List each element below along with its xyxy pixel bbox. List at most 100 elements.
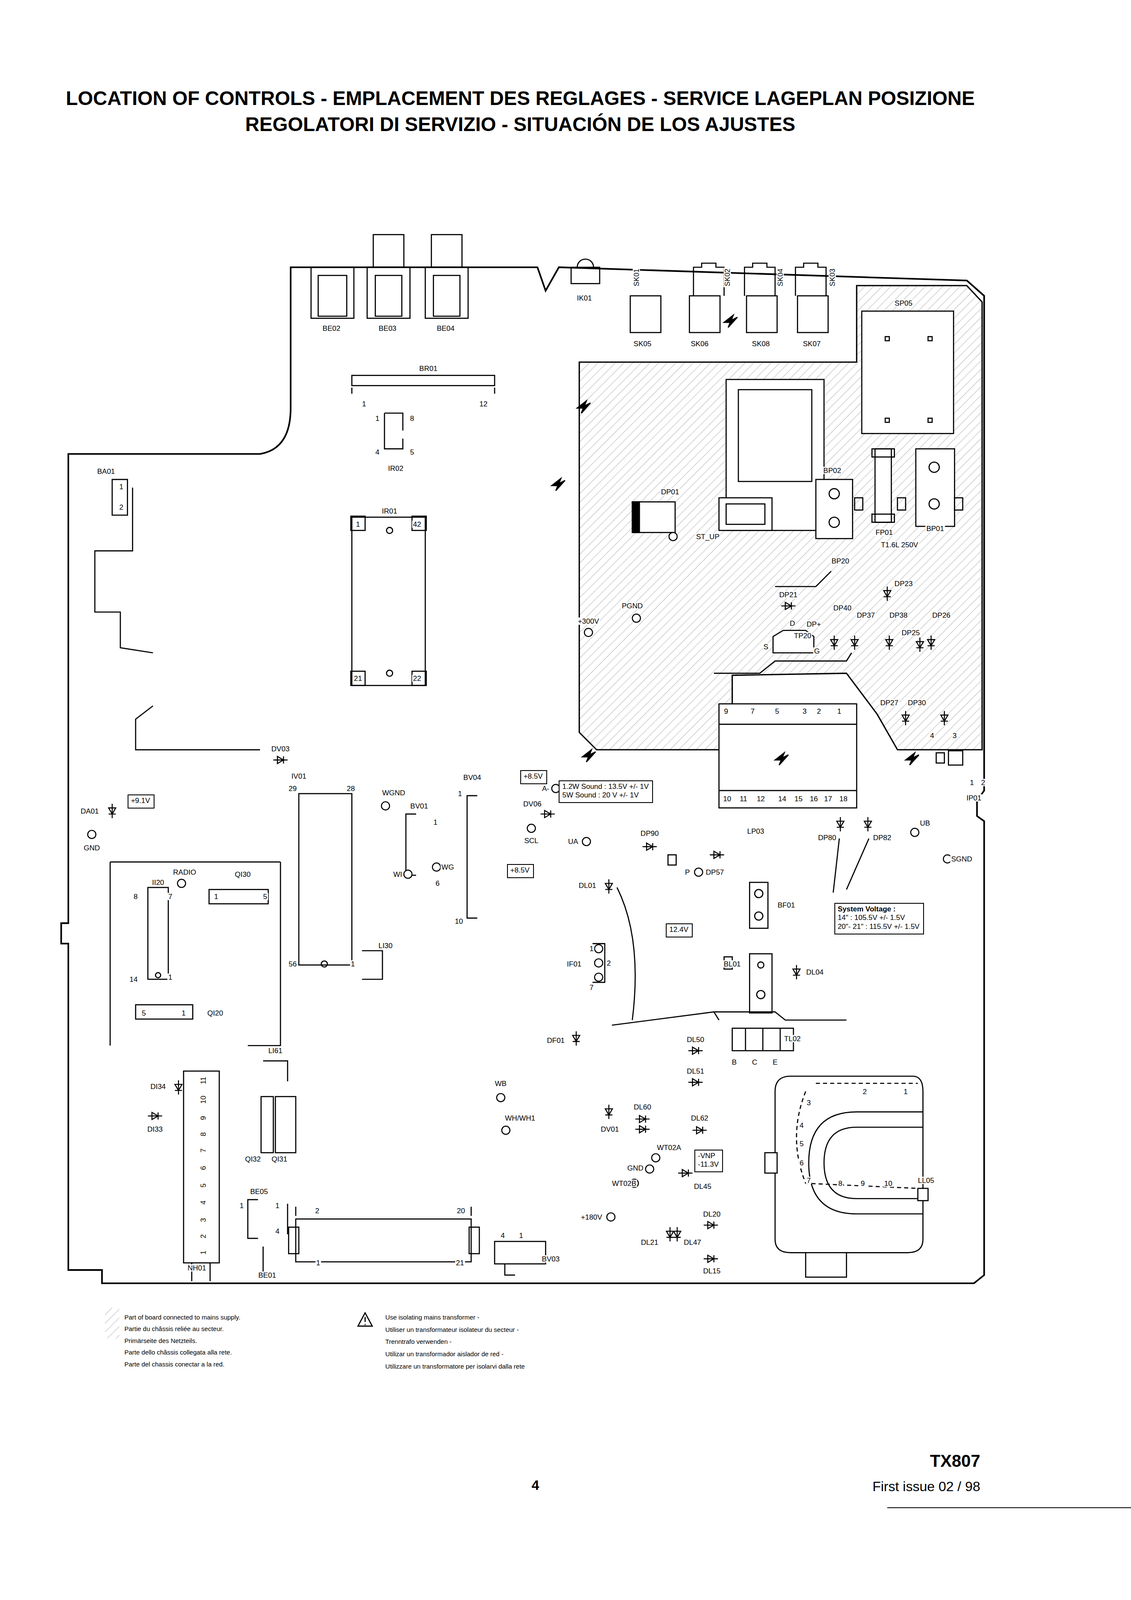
part-label: DV03 [270,744,291,753]
box-text: -11.3V [697,1160,720,1169]
part-label: DP27 [879,699,900,707]
part-label: S [762,642,770,651]
part-label: 8 [837,1179,843,1187]
box-text: 14" : 105.5V +/- 1.5V [837,913,921,922]
part-label: NH01 [186,1264,207,1272]
legend-entry: Part of board connected to mains supply. [124,1313,241,1320]
part-label: DI33 [146,1125,164,1133]
part-label: LP03 [746,827,766,835]
part-label: LI30 [377,941,394,950]
part-label: DP80 [817,833,838,841]
part-label: 22 [412,674,423,683]
part-label: 2 [118,503,125,511]
part-label: DP+ [805,620,823,628]
part-label: TP20 [792,631,813,639]
box-text: 20"- 21" : 115.5V +/- 1.5V [837,922,921,931]
part-label: 18 [838,795,849,803]
box-text: +8.5V [510,865,531,875]
part-label: 6 [434,879,441,887]
part-label: 3 [199,1216,207,1223]
part-label: 1 [457,789,463,798]
part-label: BE05 [249,1187,269,1195]
part-label: QI31 [270,1154,289,1163]
part-label: 20 [456,1206,467,1215]
part-label: DP37 [855,611,876,619]
part-label: DP82 [872,833,893,841]
part-label: 8 [199,1131,207,1137]
voltage-box: 1.2W Sound : 13.5V +/- 1V5W Sound : 20 V… [558,780,653,803]
part-label: IV01 [290,772,308,780]
part-label: 56 [287,960,298,968]
part-label: WGND [381,788,406,796]
part-label: LL05 [917,1176,936,1184]
part-label: 14 [128,975,139,983]
part-label: WT02A [655,1143,683,1152]
part-label: 1 [180,1008,187,1017]
part-label: A- [541,784,551,793]
box-text: +8.5V [523,772,544,781]
part-label: 7 [167,892,173,901]
voltage-box: +8.5V [520,769,548,785]
part-label: DF01 [546,1036,566,1044]
part-label: 14 [777,795,788,803]
part-label: 10 [883,1179,894,1187]
box-text: System Voltage : [837,904,921,914]
voltage-box: System Voltage :14" : 105.5V +/- 1.5V20"… [834,902,925,935]
part-label: 1 [167,973,173,981]
page-title: LOCATION OF CONTROLS - EMPLACEMENT DES R… [40,85,1001,138]
note-text: Utilizzare un transformatore per isolarv… [384,1362,526,1369]
part-label: IK01 [576,294,593,302]
part-label: II20 [151,878,165,886]
part-label: D [789,619,796,627]
part-label: 1 [432,818,439,826]
part-label: SK07 [801,340,822,348]
part-label: IF01 [565,960,583,968]
part-label: 5 [409,448,415,456]
part-label: 3 [801,707,808,715]
part-label: E [771,1058,779,1066]
part-label: DL45 [693,1182,713,1190]
part-label: 1 [199,1249,207,1256]
part-label: 21 [352,674,363,683]
part-label: 2 [606,959,612,967]
part-label: 2 [980,778,986,786]
part-label: GND [82,843,101,852]
part-label: 42 [412,520,423,528]
part-label: 2 [314,1206,320,1215]
part-label: DL50 [685,1035,706,1043]
part-label: BL01 [722,960,742,968]
note-text: Use isolating mains transformer - [384,1313,481,1320]
part-label: DA01 [79,807,100,815]
voltage-box: -VNP-11.3V [694,1149,723,1172]
part-label: SK06 [689,340,710,348]
part-label: 5 [199,1182,207,1188]
part-label: IR02 [387,464,405,472]
part-label: 1 [968,778,975,786]
part-label: DL62 [690,1113,710,1122]
part-label: BP02 [822,466,843,474]
part-label: 7 [805,1176,812,1184]
part-label: DP23 [893,579,914,587]
part-label: BV01 [409,801,429,810]
part-label: 5 [140,1008,147,1017]
part-label: 4 [499,1231,506,1239]
part-label: IR01 [381,507,399,515]
part-label: 8 [409,414,415,422]
part-label: 16 [808,795,819,803]
legend-entry: Partie du châssis reliée au secteur. [124,1325,225,1332]
part-label: DP01 [660,487,681,496]
part-label: 15 [793,795,804,803]
part-label: 1 [349,960,356,968]
part-label: DL47 [682,1238,703,1246]
part-label: 4 [374,448,380,456]
part-label: DV01 [600,1125,621,1133]
part-label: WH/WH1 [504,1113,537,1122]
part-label: 7 [588,983,595,992]
part-label: BV03 [541,1254,561,1263]
part-label: C [751,1058,758,1066]
part-label: 7 [199,1147,207,1154]
part-label: 28 [346,784,356,793]
part-label: ST_UP [695,532,721,540]
part-label: 1 [355,520,361,528]
part-label: BP01 [925,524,945,532]
